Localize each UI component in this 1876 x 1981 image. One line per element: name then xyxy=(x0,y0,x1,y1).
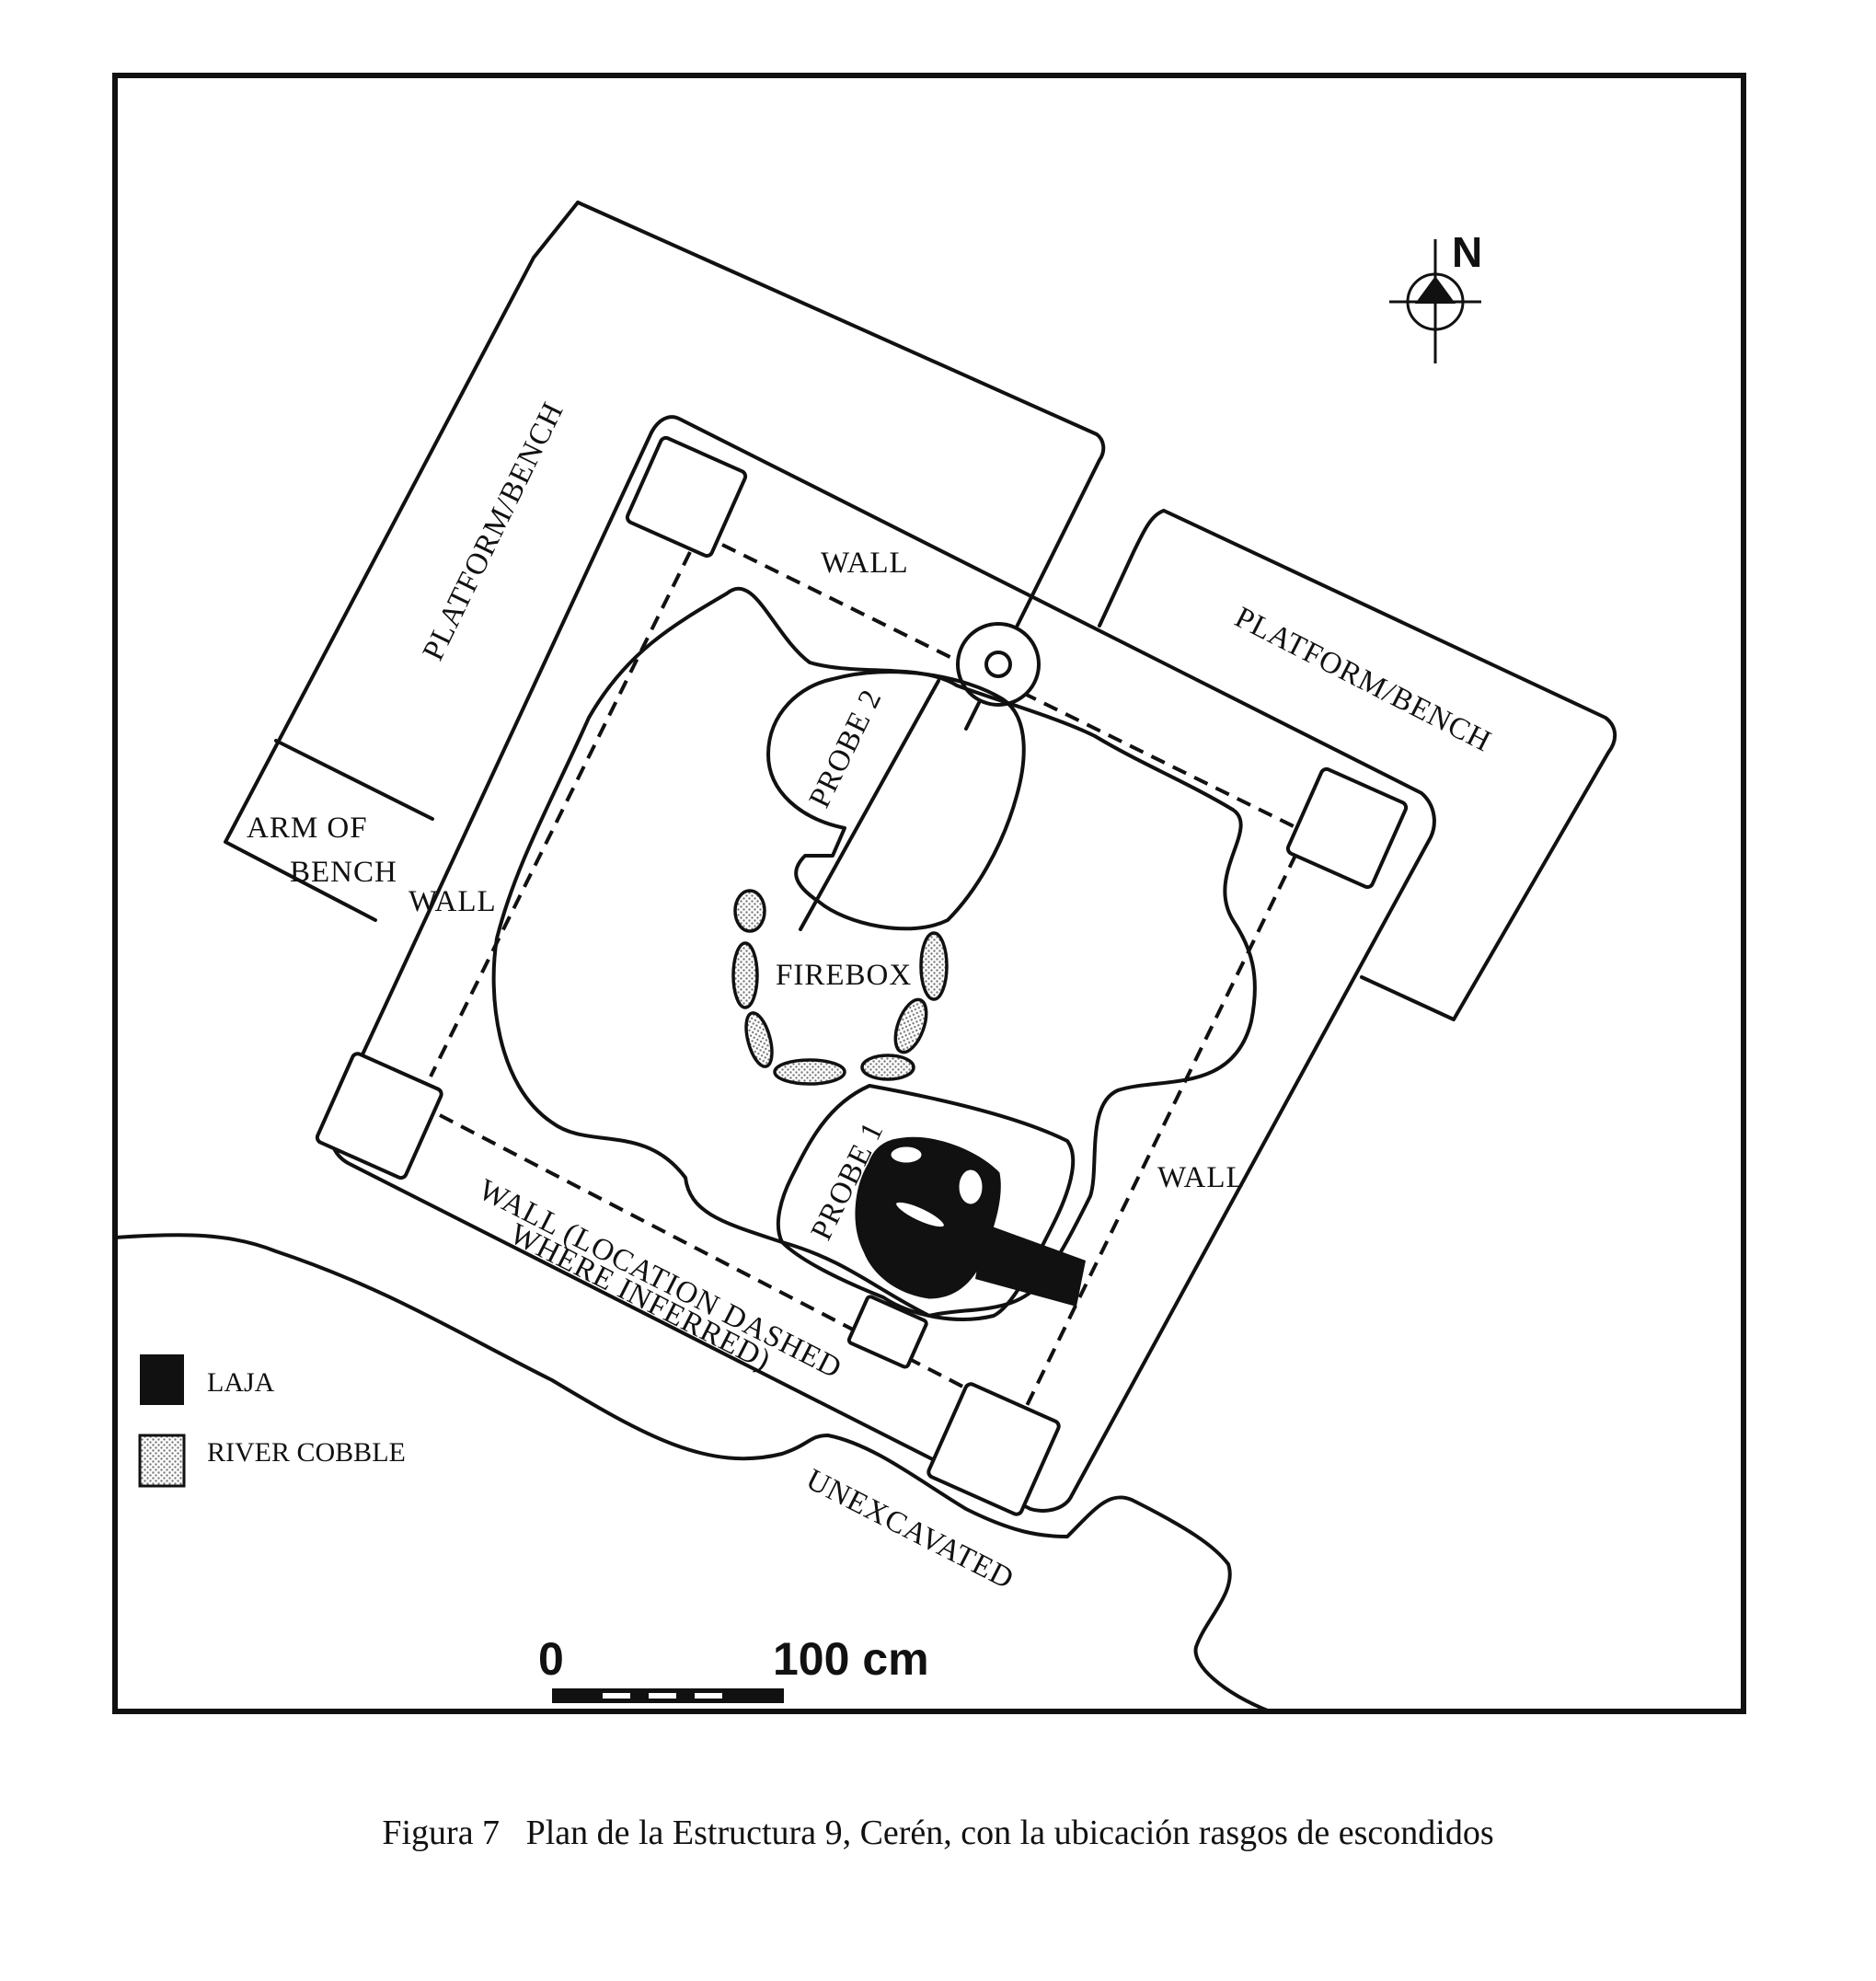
label-platform-bench-right: PLATFORM/BENCH xyxy=(1229,601,1496,759)
platform-bench-right-outline xyxy=(1098,509,1617,1021)
corner-post-nw xyxy=(625,435,748,559)
label-arm-of-bench-line1: ARM OF xyxy=(247,812,368,845)
platform-bench-left-outline xyxy=(224,201,1106,922)
unexcavated-boundary xyxy=(113,1233,1272,1713)
small-post-south xyxy=(846,1295,928,1369)
corner-post-sw xyxy=(315,1052,443,1181)
corner-posts xyxy=(315,435,1409,1516)
scale-start-label: 0 xyxy=(538,1633,564,1685)
central-column xyxy=(956,622,1041,707)
structure-outer-outline xyxy=(328,415,1436,1513)
firebox-stone xyxy=(733,889,766,933)
caption-label: Figura 7 xyxy=(382,1814,501,1852)
label-firebox: FIREBOX xyxy=(776,959,912,992)
figure-caption: Figura 7 Plan de la Estructura 9, Cerén,… xyxy=(0,1813,1876,1853)
caption-text: Plan de la Estructura 9, Cerén, con la u… xyxy=(525,1814,1494,1852)
firebox-stone xyxy=(893,997,928,1054)
label-wall-bottom-line1: WALL (LOCATION DASHED xyxy=(473,1173,846,1386)
label-wall-left: WALL xyxy=(409,885,497,918)
scale-bar: 0 100 cm xyxy=(538,1633,929,1703)
north-arrow: N xyxy=(1389,228,1482,363)
north-label: N xyxy=(1452,228,1482,276)
legend-swatch-river-cobble xyxy=(138,1434,186,1488)
laja-extension xyxy=(975,1224,1086,1307)
label-arm-of-bench-line2: BENCH xyxy=(290,856,397,889)
firebox-stone xyxy=(773,1058,846,1086)
firebox-stone xyxy=(731,941,759,1009)
firebox-stones xyxy=(731,889,949,1086)
scale-end-label: 100 cm xyxy=(773,1633,929,1685)
laja-gap xyxy=(893,1199,947,1230)
corner-post-ne xyxy=(1285,766,1409,890)
label-wall-bottom-line2: WHERE INFERRED) xyxy=(504,1217,776,1377)
legend-label-river-cobble: RIVER COBBLE xyxy=(207,1437,406,1468)
probe-1-outline xyxy=(776,1084,1076,1321)
legend: LAJA RIVER COBBLE xyxy=(138,1354,406,1488)
firebox-stone xyxy=(919,931,949,1001)
legend-swatch-laja xyxy=(140,1354,184,1405)
legend-label-laja: LAJA xyxy=(207,1367,275,1398)
probe-2-outline xyxy=(766,670,1026,931)
label-wall-top: WALL xyxy=(821,547,909,580)
firebox-stone xyxy=(860,1054,915,1081)
firebox-stone xyxy=(744,1011,774,1068)
label-wall-right: WALL xyxy=(1157,1161,1246,1194)
laja-gap xyxy=(956,1167,985,1207)
excavated-area-outline xyxy=(491,586,1257,1318)
laja-gap xyxy=(888,1144,925,1166)
laja-stones xyxy=(855,1136,1086,1307)
map-frame xyxy=(112,73,1746,1714)
corner-post-se xyxy=(926,1382,1061,1516)
north-arrow-icon xyxy=(1415,276,1456,304)
